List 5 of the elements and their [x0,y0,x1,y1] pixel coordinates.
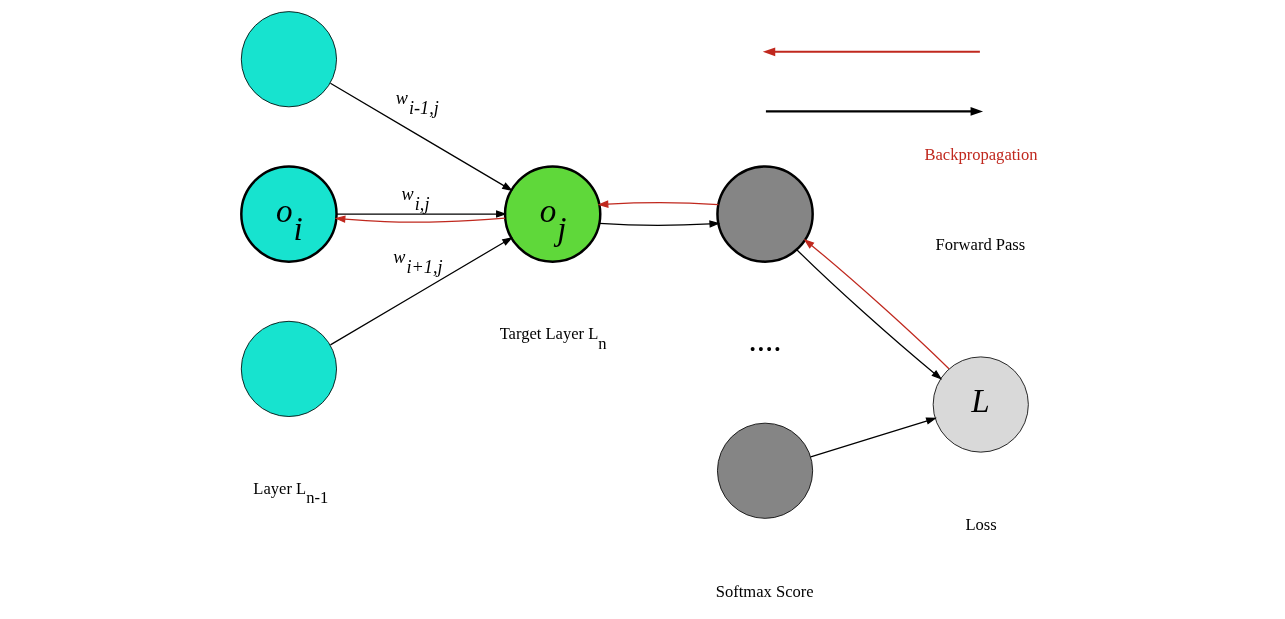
label: Softmax Score [715,581,814,601]
legend-label: Backpropagation [924,145,1038,165]
legend-label: Forward Pass [935,234,1026,254]
label: .... [748,320,782,358]
label: Loss [965,515,997,535]
